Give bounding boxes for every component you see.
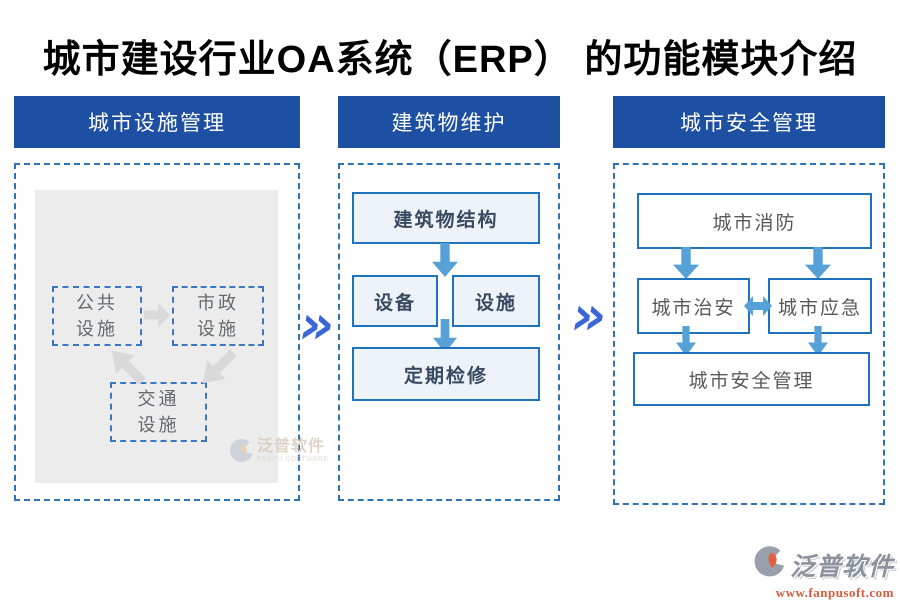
brand-logo: 泛普软件 www.fanpusoft.com [752,545,894,600]
node-periodic-maintenance: 定期检修 [352,347,540,401]
facility-cycle-panel [35,190,278,483]
node-city-emergency: 城市应急 [768,278,872,334]
arrow-security-emergency-bidirectional [744,296,772,316]
node-facility: 设施 [452,275,540,327]
brand-logo-text: 泛普软件 [790,552,895,581]
column-body-building-maintenance [338,163,560,501]
node-traffic-facilities: 交通 设施 [110,382,207,442]
chevron-separator-2: » [571,284,607,347]
node-city-security: 城市治安 [637,278,750,334]
node-public-facilities: 公共 设施 [52,286,142,346]
column-header-city-facility: 城市设施管理 [14,96,300,148]
node-equipment: 设备 [352,275,438,327]
page-title: 城市建设行业OA系统（ERP） 的功能模块介绍 [42,39,858,81]
brand-logo-url: www.fanpusoft.com [775,585,894,600]
node-city-safety-management: 城市安全管理 [633,352,870,406]
node-municipal-facilities: 市政 设施 [172,286,264,346]
column-body-city-safety [613,163,885,505]
column-header-city-safety: 城市安全管理 [613,96,885,148]
column-body-city-facility [14,163,300,501]
column-header-building-maintenance: 建筑物维护 [338,96,560,148]
chevron-separator-1: » [299,293,335,356]
brand-logo-icon [752,545,786,584]
node-city-fire: 城市消防 [637,193,872,249]
node-building-structure: 建筑物结构 [352,192,540,244]
